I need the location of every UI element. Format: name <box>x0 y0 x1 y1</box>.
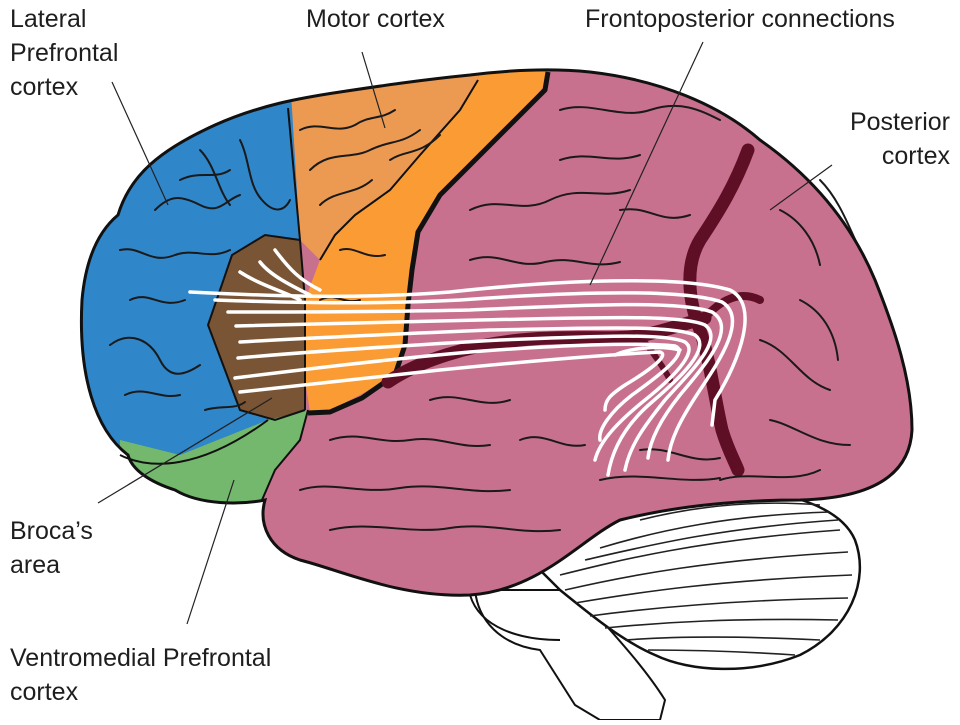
frontoposterior-fibers <box>188 248 747 477</box>
label-line: Posterior <box>849 108 950 136</box>
label-line: Lateral <box>10 5 87 33</box>
label-line: Broca’s <box>10 517 93 545</box>
label-line: Frontoposterior connections <box>585 5 895 33</box>
cerebellum <box>528 486 862 671</box>
leader-motor-cortex <box>361 51 386 129</box>
brain-outline <box>79 68 914 597</box>
label-line: Ventromedial Prefrontal <box>10 644 272 672</box>
label-line: area <box>10 551 61 579</box>
label-ventromedial-prefrontal-cortex: Ventromedial Prefrontal cortex <box>10 641 271 709</box>
label-frontoposterior-connections: Frontoposterior connections <box>585 2 895 36</box>
label-line: cortex <box>10 73 79 101</box>
label-line: cortex <box>881 142 950 170</box>
leader-posterior-cortex <box>769 164 833 211</box>
label-motor-cortex: Motor cortex <box>306 2 445 36</box>
gyri-lines <box>109 104 861 533</box>
central-sulcus <box>307 71 551 416</box>
label-lateral-prefrontal-cortex: Lateral Prefrontal cortex <box>10 2 118 104</box>
motor-cortex-region <box>288 69 480 260</box>
leader-brocas-area <box>97 397 273 504</box>
label-line: cortex <box>10 678 79 706</box>
label-brocas-area: Broca’s area <box>10 514 93 582</box>
leader-lines <box>97 41 833 625</box>
leader-frontoposterior <box>589 41 704 286</box>
label-line: Motor cortex <box>306 5 445 33</box>
label-posterior-cortex: Posterior cortex <box>850 105 950 173</box>
label-line: Prefrontal <box>10 39 119 67</box>
leader-ventromedial <box>186 479 235 625</box>
leader-lateral-prefrontal <box>111 81 169 206</box>
region-boundaries <box>119 79 479 465</box>
